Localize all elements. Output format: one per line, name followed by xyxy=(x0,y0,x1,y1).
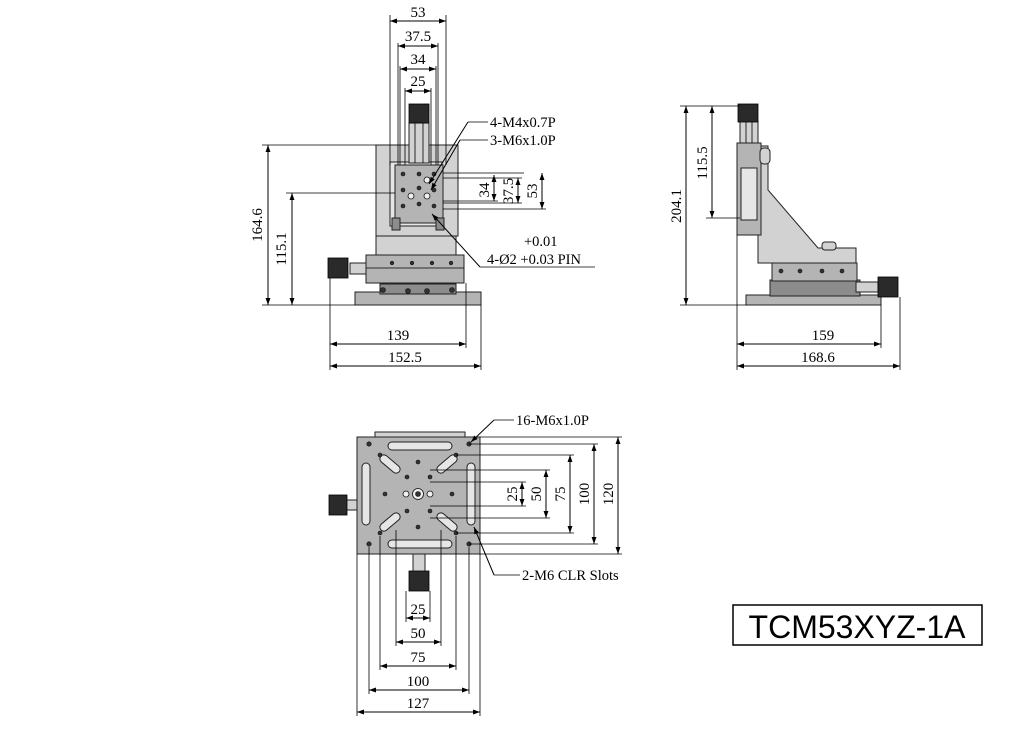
dim-side-37-5: 37.5 xyxy=(501,178,517,204)
note-m6: 3-M6x1.0P xyxy=(490,133,556,149)
dim-right-120: 120 xyxy=(601,483,617,506)
dim-width-152-5: 152.5 xyxy=(388,350,422,366)
dim-top-53: 53 xyxy=(411,5,426,21)
dim-bottom-25: 25 xyxy=(411,602,426,618)
dim-height-115-5: 115.5 xyxy=(695,146,711,179)
note-16-m6: 16-M6x1.0P xyxy=(516,413,589,429)
dim-bottom-127: 127 xyxy=(407,696,430,712)
dim-width-168-6: 168.6 xyxy=(801,350,835,366)
dim-bottom-100: 100 xyxy=(407,674,430,690)
m6-clr-slot-left xyxy=(361,462,371,526)
dim-side-53: 53 xyxy=(525,184,541,199)
front-y-stage xyxy=(365,254,465,284)
m6-clr-slot-right xyxy=(466,462,476,526)
model-label-box xyxy=(732,604,983,646)
dim-bottom-50: 50 xyxy=(411,626,426,642)
top-bottom-knob xyxy=(408,570,430,592)
dim-right-100: 100 xyxy=(577,483,593,506)
dim-height-204-1: 204.1 xyxy=(669,189,685,223)
model-label: TCM53XYZ-1A xyxy=(732,604,983,646)
front-left-knob xyxy=(327,257,349,279)
side-base-block xyxy=(769,279,861,297)
note-m4: 4-M4x0.7P xyxy=(490,115,556,131)
side-right-knob xyxy=(877,276,899,298)
top-view: 25 50 75 100 120 25 50 75 100 127 16-M6x… xyxy=(328,413,622,716)
dim-right-50: 50 xyxy=(529,487,545,502)
model-number: TCM53XYZ-1A xyxy=(749,609,967,645)
dim-height-115-1: 115.1 xyxy=(274,232,290,265)
dim-width-139: 139 xyxy=(387,328,410,344)
dim-height-164-6: 164.6 xyxy=(250,208,266,242)
side-y-stage xyxy=(771,262,858,282)
dim-top-37-5: 37.5 xyxy=(405,29,431,45)
dim-width-159: 159 xyxy=(812,328,835,344)
dim-right-75: 75 xyxy=(553,487,569,502)
note-m6-clr-slots: 2-M6 CLR Slots xyxy=(522,568,619,584)
note-tolerance: +0.01 xyxy=(524,234,558,250)
side-top-knob xyxy=(737,103,759,123)
front-base-block xyxy=(379,283,457,295)
side-view: 115.5 204.1 159 168.6 xyxy=(669,103,901,370)
dim-side-34: 34 xyxy=(477,182,493,198)
dim-top-25: 25 xyxy=(411,74,426,90)
front-bracket-base xyxy=(375,233,457,256)
dim-bottom-75: 75 xyxy=(411,650,426,666)
front-view: 53 37.5 34 25 164.6 115.1 139 152.5 xyxy=(250,5,595,370)
top-left-knob xyxy=(328,494,348,516)
dim-right-25: 25 xyxy=(505,487,521,502)
side-l-bracket xyxy=(757,145,857,264)
dim-top-34: 34 xyxy=(411,52,427,68)
note-pin: 4-Ø2 +0.03 PIN xyxy=(487,252,581,268)
front-top-knob xyxy=(408,103,430,124)
